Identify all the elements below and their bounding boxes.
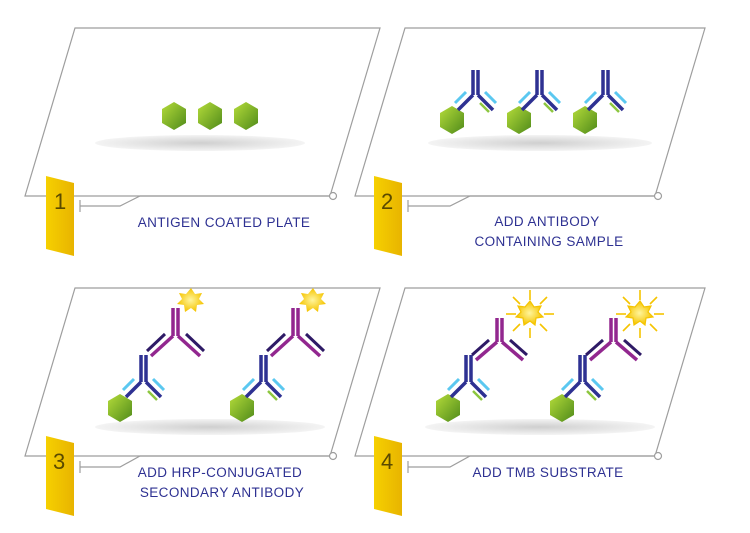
primary-antibody (453, 70, 498, 113)
primary-antibody (121, 355, 166, 401)
connector-line (80, 195, 330, 207)
step-tab (374, 436, 402, 516)
step-number: 3 (53, 449, 65, 474)
secondary-antibody (265, 308, 326, 358)
antigen (162, 102, 186, 130)
antibody-antigen-complex (573, 70, 628, 134)
panel-step-1: 1 ANTIGEN COATED PLATE (24, 27, 381, 256)
primary-antibody (560, 355, 605, 401)
step-tab (46, 436, 74, 516)
step-caption: ADD ANTIBODY CONTAINING SAMPLE (474, 214, 623, 249)
antigen (108, 394, 132, 422)
tmb-reaction-burst-icon (506, 290, 554, 338)
antigen (436, 394, 460, 422)
connector-line (408, 195, 655, 207)
connector-end-dot (653, 451, 663, 461)
step-caption: ADD TMB SUBSTRATE (472, 465, 623, 480)
secondary-antibody (471, 318, 528, 362)
hrp-enzyme-icon (177, 288, 204, 312)
secondary-antibody (585, 318, 642, 362)
sandwich-complex (436, 290, 554, 422)
primary-antibody (583, 70, 628, 113)
plate-shadow (95, 135, 305, 151)
step-tab (374, 176, 402, 256)
caption-line: CONTAINING SAMPLE (474, 234, 623, 249)
antibody-antigen-complex (507, 70, 562, 134)
caption-line: SECONDARY ANTIBODY (140, 485, 304, 500)
plate-shadow (425, 419, 655, 435)
connector-line (80, 455, 330, 468)
plate-outline (354, 27, 706, 197)
step-number: 1 (54, 189, 66, 214)
primary-antibody (241, 355, 286, 401)
antigen (198, 102, 222, 130)
sandwich-complex (108, 288, 206, 422)
caption-line: ADD ANTIBODY (494, 214, 599, 229)
step-number: 2 (381, 189, 393, 214)
connector-end-dot (328, 191, 338, 201)
primary-antibody (517, 70, 562, 113)
antigen (507, 106, 531, 134)
step-caption: ANTIGEN COATED PLATE (138, 215, 311, 230)
secondary-antibody (145, 308, 206, 358)
primary-antibody (446, 355, 491, 401)
panel-step-2: 2 ADD ANTIBODY CONTAINING SAMPLE (354, 27, 706, 256)
connector-end-dot (653, 191, 663, 201)
antigen (230, 394, 254, 422)
sandwich-complex (550, 290, 664, 422)
plate-shadow (95, 419, 325, 435)
antigen (573, 106, 597, 134)
antigen (550, 394, 574, 422)
step-number: 4 (381, 449, 393, 474)
caption-line: ANTIGEN COATED PLATE (138, 215, 311, 230)
caption-line: ADD TMB SUBSTRATE (472, 465, 623, 480)
tmb-reaction-burst-icon (616, 290, 664, 338)
panel-step-4: 4 ADD TMB SUBSTRATE (354, 287, 706, 516)
connector-line (408, 455, 655, 468)
sandwich-complex (230, 288, 326, 422)
antigen (234, 102, 258, 130)
step-tab (46, 176, 74, 256)
step-caption: ADD HRP-CONJUGATED SECONDARY ANTIBODY (138, 465, 307, 500)
connector-end-dot (328, 451, 338, 461)
hrp-enzyme-icon (299, 288, 326, 312)
antigen (440, 106, 464, 134)
caption-line: ADD HRP-CONJUGATED (138, 465, 302, 480)
plate-shadow (428, 135, 652, 151)
panel-step-3: 3 ADD HRP-CONJUGATED SECONDARY ANTIBODY (24, 287, 381, 516)
antibody-antigen-complex (440, 70, 498, 134)
